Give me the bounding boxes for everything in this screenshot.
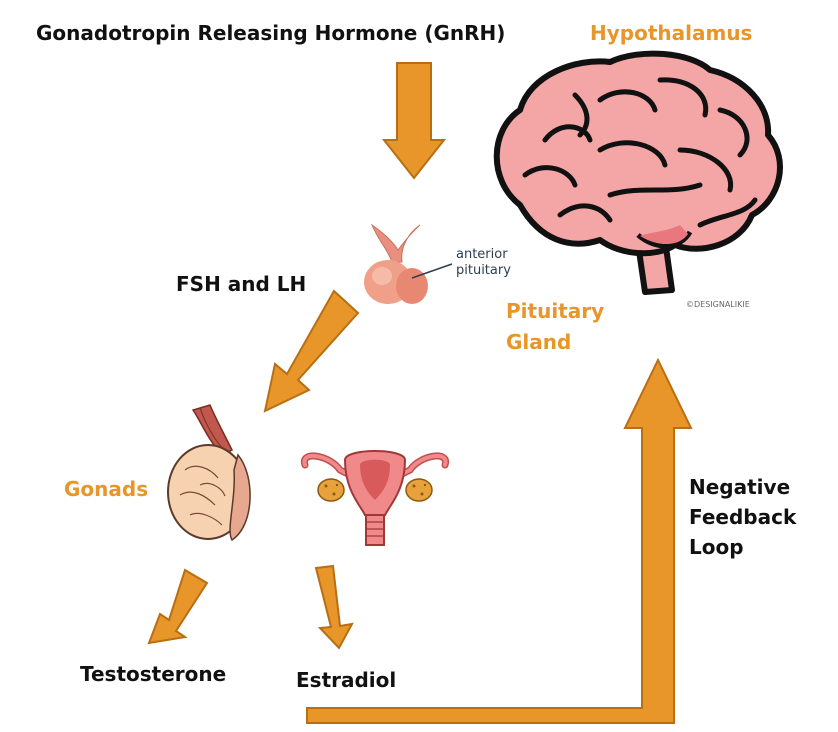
fsh-lh-label: FSH and LH xyxy=(176,272,307,296)
pituitary-gland-line-2: Gland xyxy=(506,330,572,354)
estradiol-arrow xyxy=(314,564,354,650)
estradiol-label: Estradiol xyxy=(296,668,397,692)
pituitary-label: pituitary xyxy=(456,263,511,279)
negative-feedback-arrow xyxy=(306,357,693,724)
brain-icon xyxy=(493,50,783,295)
fsh-lh-arrow xyxy=(263,289,360,413)
pituitary-gland-label: Pituitary Gland xyxy=(506,296,604,358)
negative-feedback-label: Negative Feedback Loop xyxy=(689,472,796,562)
testosterone-arrow xyxy=(147,568,209,645)
anterior-label: anterior xyxy=(456,247,508,262)
gonads-label: Gonads xyxy=(64,477,149,501)
negative-label: Negative xyxy=(689,475,791,499)
feedback-label: Feedback xyxy=(689,505,797,529)
gnrh-arrow xyxy=(381,62,447,180)
testosterone-label: Testosterone xyxy=(80,662,227,686)
gnrh-label: Gonadotropin Releasing Hormone (GnRH) xyxy=(36,21,506,45)
loop-label: Loop xyxy=(689,535,744,559)
uterus-icon xyxy=(301,450,449,546)
pituitary-gland-line-1: Pituitary xyxy=(506,299,605,323)
image-credit: ©DESIGNALIKIE xyxy=(686,300,750,309)
testis-icon xyxy=(167,404,251,542)
hypothalamus-label: Hypothalamus xyxy=(590,21,753,45)
pituitary-gland-icon xyxy=(364,223,453,304)
anterior-pituitary-callout: anterior pituitary xyxy=(456,247,511,280)
